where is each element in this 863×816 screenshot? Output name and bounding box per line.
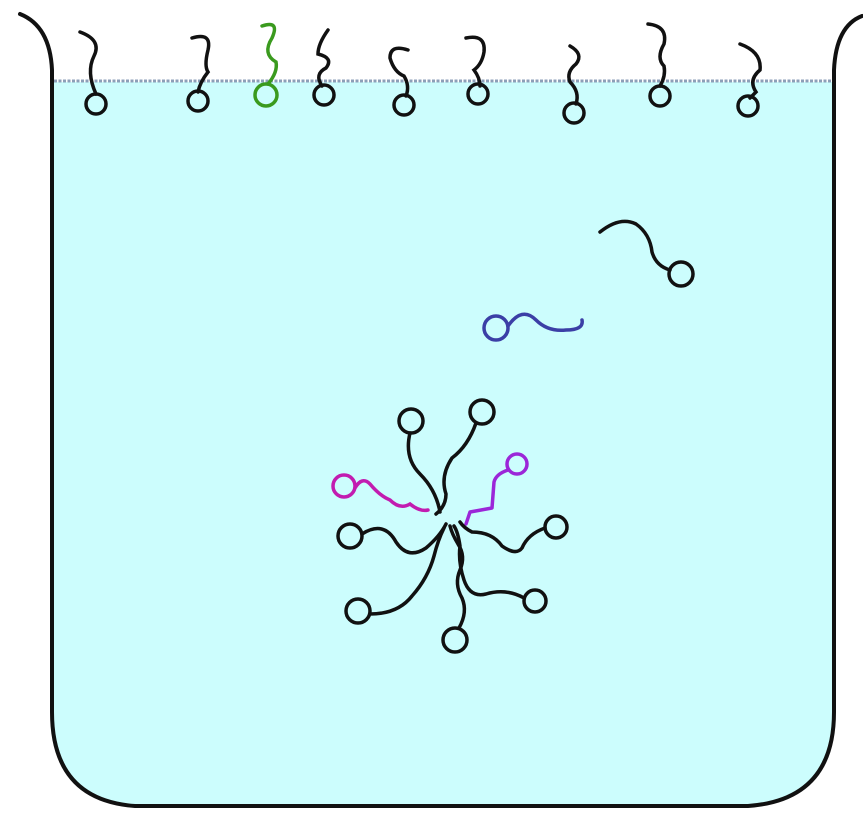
surface-surfactant-8 bbox=[646, 22, 672, 108]
micelle-surfactant-lower-right bbox=[452, 524, 548, 614]
micelle-surfactant-magenta bbox=[331, 473, 430, 513]
surface-surfactant-2 bbox=[186, 34, 211, 113]
surface-surfactant-6 bbox=[464, 35, 490, 106]
surface-surfactant-7 bbox=[562, 44, 586, 125]
surface-surfactant-9 bbox=[736, 42, 762, 118]
surface-surfactant-4 bbox=[312, 28, 336, 107]
micelle-surfactant-lower-left bbox=[344, 526, 446, 625]
surface-surfactant-3-highlighted bbox=[253, 22, 279, 108]
beaker bbox=[18, 12, 863, 808]
free-surfactant-black bbox=[598, 219, 695, 288]
free-surfactant-blue bbox=[482, 312, 584, 342]
micelle-surfactant-top-right bbox=[434, 398, 496, 516]
micelle-surfactant-top-left bbox=[397, 407, 442, 514]
surface-surfactant-1 bbox=[78, 30, 108, 116]
micelle-surfactant-left bbox=[336, 522, 448, 555]
surface-molecules bbox=[78, 22, 762, 125]
water-body bbox=[52, 82, 834, 806]
micelle-surfactant-bottom bbox=[441, 524, 469, 654]
micelle-surfactant-right bbox=[458, 514, 569, 554]
micelle bbox=[331, 398, 569, 654]
surface-surfactant-5 bbox=[388, 46, 416, 117]
micelle-surfactant-purple bbox=[464, 452, 529, 526]
